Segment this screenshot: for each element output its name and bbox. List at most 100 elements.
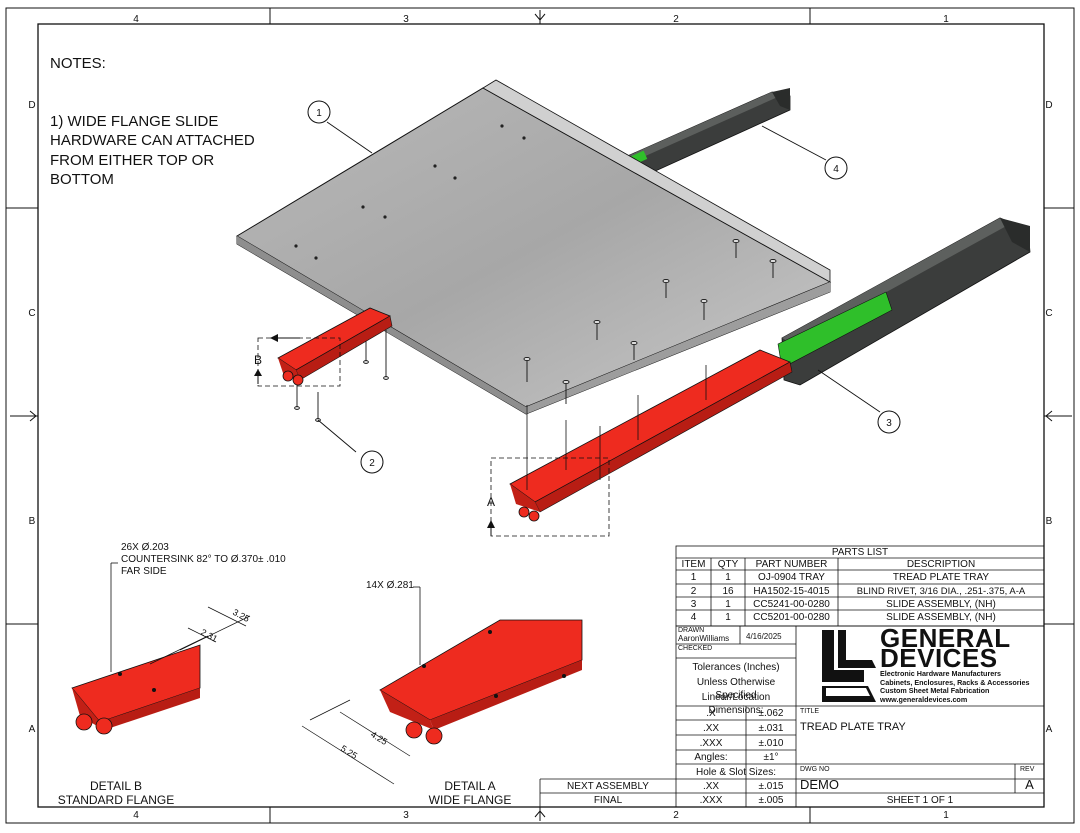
- balloon-3: [877, 410, 901, 434]
- detail-b-title: DETAIL B: [89, 779, 142, 793]
- zone-ticks: [6, 8, 1074, 823]
- tol-xx-label: .XX: [702, 723, 720, 734]
- zone-col-bottom: 3: [403, 810, 409, 821]
- detail-b-subtitle: STANDARD FLANGE: [57, 793, 175, 807]
- detail-a-dim1: 4.25: [369, 729, 389, 747]
- zone-row-left: C: [28, 308, 35, 319]
- parts-row-1-desc: TREAD PLATE TRAY: [892, 572, 990, 583]
- parts-row-2-qty: 16: [722, 586, 734, 597]
- detail-b-dim1: 3.25: [231, 607, 251, 624]
- parts-header-description: DESCRIPTION: [906, 559, 976, 570]
- balloon-1: [307, 100, 331, 124]
- section-mark-a: [487, 457, 610, 537]
- zone-labels: 4 3 2 1 4 3 2 1 D C B A D C B A: [28, 14, 1052, 821]
- detail-a-view: [301, 586, 583, 785]
- note-1: 1) WIDE FLANGE SLIDE HARDWARE CAN ATTACH…: [50, 112, 255, 189]
- linear-dimensions: Linear/Location Dimensions:: [701, 692, 771, 716]
- section-mark-b: [254, 334, 341, 387]
- balloon-3-label: 3: [886, 418, 892, 429]
- logo-tag-3: Custom Sheet Metal Fabrication: [880, 686, 990, 696]
- unless-otherwise: Unless Otherwise Specified: [696, 677, 776, 701]
- detail-a-dim2: 5.25: [339, 743, 359, 761]
- detail-b-callout-line2: COUNTERSINK 82° TO Ø.370± .010: [121, 554, 286, 565]
- detail-b-callout-line1: 26X Ø.203: [121, 542, 169, 553]
- balloon-leaders: [317, 121, 881, 453]
- parts-row-4-part: CC5201-00-0280: [753, 612, 830, 623]
- hole-xxx-value: ±.005: [758, 795, 784, 806]
- parts-row-1-part: OJ-0904 TRAY: [758, 572, 825, 583]
- hole-xxx-label: .XXX: [699, 795, 723, 806]
- balloon-4: [824, 156, 848, 180]
- tol-x-label: .X: [706, 708, 716, 719]
- standard-flange-main: [277, 307, 393, 386]
- drawn-date: 4/16/2025: [746, 632, 782, 641]
- zone-row-left: B: [29, 516, 36, 527]
- drawn-label: DRAWN: [678, 627, 705, 634]
- balloon-2-label: 2: [369, 458, 375, 469]
- zone-col-top: 3: [403, 14, 409, 25]
- logo-line-general: GENERAL: [880, 623, 1011, 653]
- zone-col-bottom: 1: [943, 810, 949, 821]
- title-label: TITLE: [800, 708, 820, 715]
- logo-tag-2: Cabinets, Enclosures, Racks & Accessorie…: [880, 677, 1030, 687]
- rivets: [294, 238, 777, 422]
- dwg-no-label: DWG NO: [800, 766, 830, 773]
- detail-b-callout: 26X Ø.203 COUNTERSINK 82° TO Ø.370± .010…: [121, 542, 311, 578]
- zone-col-top: 1: [943, 14, 949, 25]
- zone-col-bottom: 2: [673, 810, 679, 821]
- detail-b-view: [71, 562, 251, 735]
- detail-a-callout: 14X Ø.281: [366, 580, 414, 591]
- slide-assembly-upper: [622, 88, 791, 179]
- balloon-1-label: 1: [316, 108, 322, 119]
- plate-holes: [294, 124, 526, 260]
- parts-header-part-number: PART NUMBER: [755, 559, 828, 570]
- detail-b-label: DETAIL B STANDARD FLANGE: [46, 779, 186, 807]
- zone-col-bottom: 4: [133, 810, 139, 821]
- parts-list-title: PARTS LIST: [831, 547, 889, 558]
- rev-value: A: [1025, 777, 1034, 792]
- section-label-b: B: [254, 353, 262, 367]
- hole-xx-label: .XX: [702, 781, 720, 792]
- notes-block: NOTES: 1) WIDE FLANGE SLIDE HARDWARE CAN…: [50, 34, 280, 190]
- balloon-4-label: 4: [833, 164, 839, 175]
- parts-row-3-qty: 1: [725, 599, 731, 610]
- assembly-lines: [526, 365, 707, 490]
- zone-col-top: 4: [133, 14, 139, 25]
- zone-row-right: D: [1045, 100, 1052, 111]
- parts-row-4-desc: SLIDE ASSEMBLY, (NH): [886, 612, 996, 623]
- rev-label: REV: [1020, 766, 1035, 773]
- slide-assembly-lower: [777, 217, 1031, 386]
- title-block-grid: [539, 545, 1045, 808]
- balloons: [307, 100, 901, 474]
- general-devices-logo-mark: [822, 630, 876, 702]
- detail-a-title: DETAIL A: [444, 779, 496, 793]
- parts-header-item: ITEM: [681, 559, 706, 570]
- zone-row-right: B: [1046, 516, 1053, 527]
- logo-tag-4: www.generaldevices.com: [880, 694, 968, 704]
- center-marks: [10, 10, 1072, 821]
- parts-row-3-item: 3: [690, 599, 697, 610]
- parts-row-2-item: 2: [690, 586, 697, 597]
- logo-tag-1: Electronic Hardware Manufacturers: [880, 669, 1002, 678]
- balloon-2: [360, 450, 384, 474]
- detail-b-dim2: 2.31: [199, 627, 219, 644]
- tol-xxx-value: ±.010: [758, 738, 784, 749]
- final-label: FINAL: [593, 795, 623, 806]
- parts-row-2-desc: BLIND RIVET, 3/16 DIA., .251-.375, A-A: [856, 586, 1026, 597]
- detail-a-label: DETAIL A WIDE FLANGE: [410, 779, 530, 807]
- tol-xx-value: ±.031: [758, 723, 784, 734]
- logo-line-devices: DEVICES: [880, 643, 998, 673]
- dwg-no: DEMO: [800, 777, 839, 792]
- parts-row-1-item: 1: [690, 572, 697, 583]
- zone-row-left: A: [29, 724, 36, 735]
- tol-xxx-label: .XXX: [699, 738, 723, 749]
- zone-row-left: D: [28, 100, 35, 111]
- angles-value: ±1°: [763, 752, 779, 763]
- sheet-number: SHEET 1 OF 1: [886, 795, 954, 806]
- logo-tagline: Electronic Hardware Manufacturers Cabine…: [880, 669, 1030, 704]
- parts-row-3-part: CC5241-00-0280: [753, 599, 830, 610]
- outer-border: [5, 7, 1075, 824]
- parts-header-qty: QTY: [717, 559, 739, 570]
- tolerances-title: Tolerances (Inches): [692, 662, 780, 673]
